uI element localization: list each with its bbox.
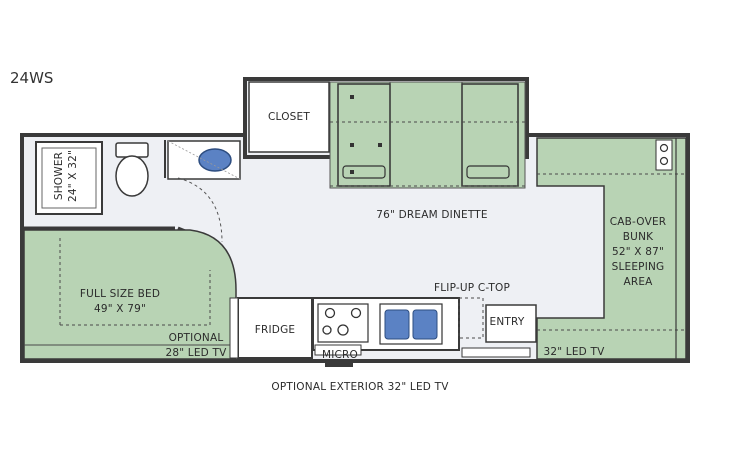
knob-icon [659,156,669,166]
cab-over-label-1: CAB-OVER [610,216,667,228]
microwave [314,344,362,356]
bed-label-1: FULL SIZE BED [80,288,160,300]
sink-basin-icon [412,309,438,340]
cab-over-label-5: AREA [623,276,653,288]
shower-label: SHOWER [53,152,65,200]
exterior-tv [325,362,353,367]
flip-up-label: FLIP-UP C-TOP [434,282,510,294]
entry-step [485,304,537,343]
exterior-tv-label: OPTIONAL EXTERIOR 32" LED TV [271,381,449,393]
flip-up-countertop [458,297,484,339]
cab-over-label-2: BUNK [623,231,654,243]
front-tv-label: 32" LED TV [543,346,605,358]
stove [317,303,369,343]
shower-size-label: 24" X 32" [67,150,79,202]
sink-basin-icon [384,309,410,340]
entry-door [461,347,531,358]
bath-sink-icon [198,148,232,172]
cab-over-label-4: SLEEPING [612,261,665,273]
cab-over-label-3: 52" X 87" [612,246,664,258]
model-name: 24WS [10,69,53,87]
optional-tv-label-2: 28" LED TV [165,347,227,359]
optional-tv-label-1: OPTIONAL [169,332,224,344]
toilet-icon [115,155,149,197]
closet [248,81,330,153]
dinette-area [329,81,526,189]
knob-icon [659,143,669,153]
dinette-seat-right [461,83,519,187]
bed-label-2: 49" X 79" [94,303,146,315]
cab-over-bunk [536,137,687,360]
micro-label: MICRO [322,349,358,361]
fridge-label: FRIDGE [255,324,296,336]
burner-icon [324,307,336,319]
burner-icon [350,307,362,319]
toilet-tank [115,142,149,158]
burner-icon [337,324,349,336]
shower [35,141,103,215]
bath-door-swing [177,177,223,243]
bed-outline [59,236,211,326]
burner-icon [322,325,332,335]
closet-label: CLOSET [268,111,310,123]
fridge [237,297,313,359]
dinette-label: 76" DREAM DINETTE [376,209,487,221]
entry-label: ENTRY [490,316,525,328]
dinette-seat-left [337,83,391,187]
